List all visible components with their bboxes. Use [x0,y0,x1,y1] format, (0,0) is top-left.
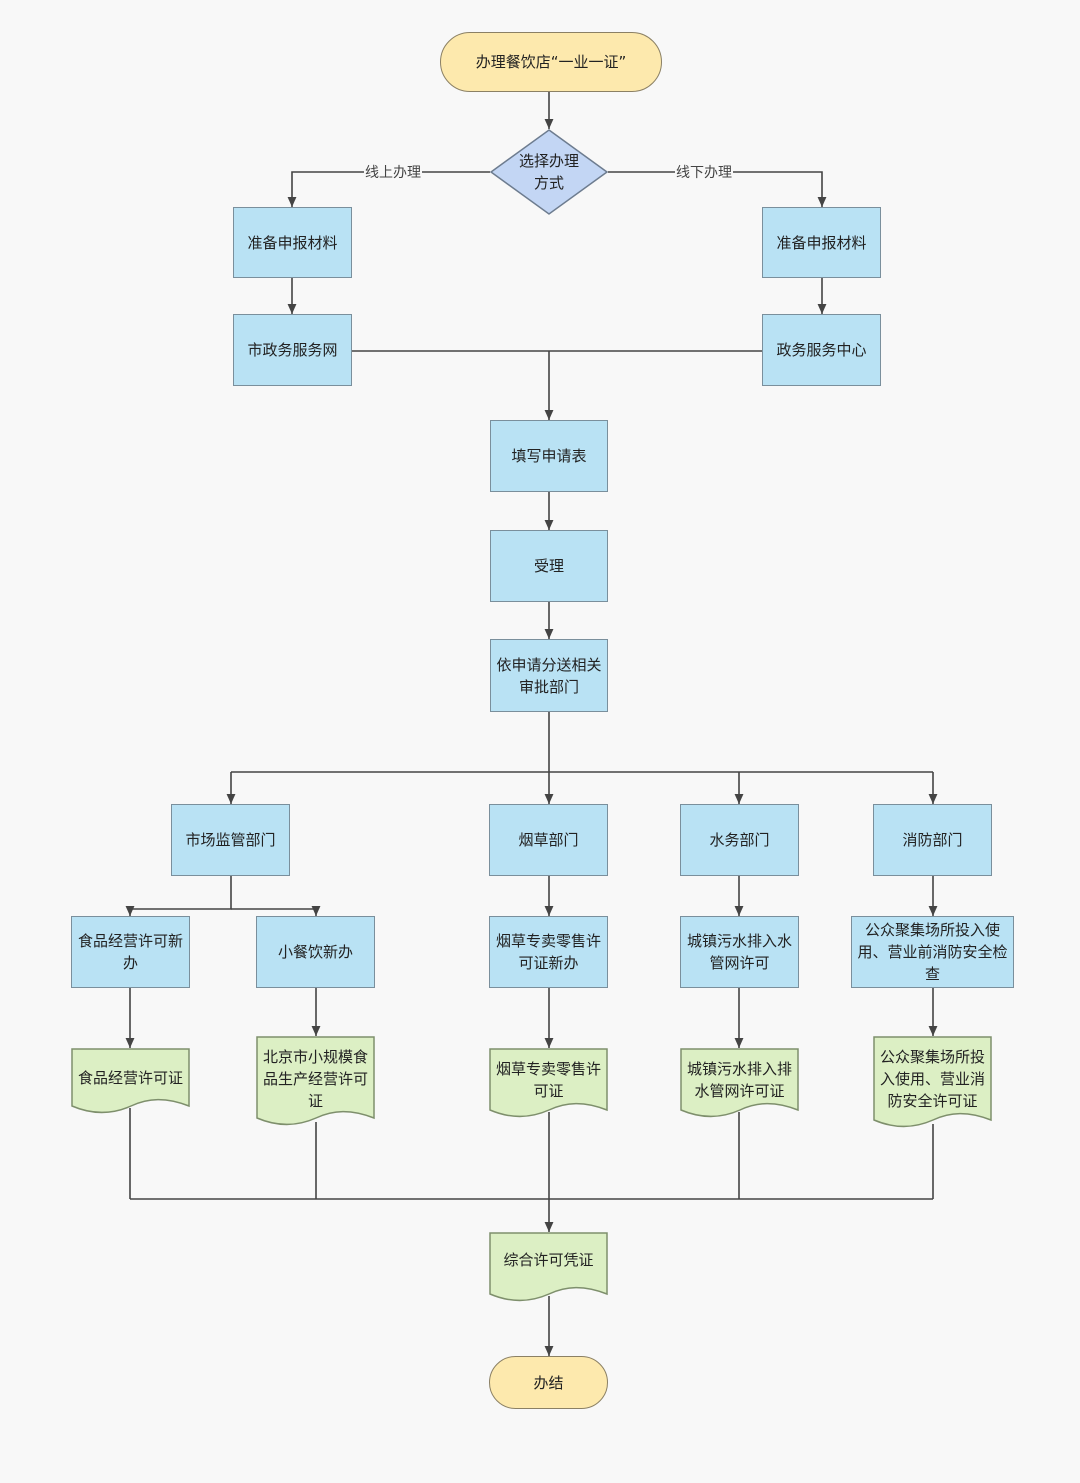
sewage-discharge-permit: 城镇污水排入水管网许可 [680,916,799,988]
prep-offline-label: 准备申报材料 [776,233,867,252]
edge-market-small [231,905,321,916]
food-license-label: 食品经营许可证 [77,1069,183,1087]
dispatch-to-departments: 依申请分送相关审批部门 [490,639,608,712]
prepare-materials-online: 准备申报材料 [233,207,352,278]
market-dept-label: 市场监管部门 [185,831,276,849]
sewage-license-label: 城镇污水排入排水管网许可证 [686,1060,792,1100]
accept-step: 受理 [490,530,608,602]
document-shape [680,1048,799,1118]
food-license-new-application: 食品经营许可新办 [71,916,190,988]
water-dept-label: 水务部门 [709,831,770,849]
end-label: 办结 [533,1373,564,1392]
prepare-materials-offline: 准备申报材料 [762,207,881,278]
start-label: 办理餐饮店“一业一证” [475,53,627,71]
tobacco-retail-new-label: 烟草专卖零售许可证新办 [495,932,601,972]
fire-protection-dept: 消防部门 [873,804,992,876]
beijing-small-license-label: 北京市小规模食品生产经营许可证 [262,1048,368,1110]
fire-check-label: 公众聚集场所投入使用、营业前消防安全检查 [857,921,1008,983]
water-affairs-dept: 水务部门 [680,804,799,876]
tobacco-license-label: 烟草专卖零售许可证 [495,1060,601,1100]
accept-label: 受理 [533,557,564,575]
document-shape [71,1048,190,1114]
choose-method-decision: 选择办理方式 [489,129,609,215]
city-gov-service-web: 市政务服务网 [233,314,352,386]
tobacco-dept-label: 烟草部门 [518,831,579,849]
combined-license-document: 综合许可凭证 [489,1232,608,1308]
dispatch-label: 依申请分送相关审批部门 [496,655,602,696]
sewage-discharge-license-document: 城镇污水排入排水管网许可证 [680,1048,799,1124]
fire-license-label: 公众聚集场所投入使用、营业消防安全许可证 [879,1048,985,1110]
end-terminal: 办结 [489,1356,608,1409]
document-shape [873,1036,992,1128]
gov-service-center: 政务服务中心 [762,314,881,386]
decision-label: 选择办理方式 [518,152,579,192]
small-catering-new-label: 小餐饮新办 [277,943,353,961]
fire-dept-label: 消防部门 [902,831,963,849]
food-license-new-label: 食品经营许可新办 [77,932,183,972]
fill-application-form: 填写申请表 [490,420,608,492]
edge-label-online: 线上办理 [364,165,422,181]
edge-market-split [125,876,232,916]
fill-form-label: 填写申请表 [511,447,587,465]
decision-diamond-shape [489,129,609,215]
city-gov-web-label: 市政务服务网 [247,341,338,359]
document-shape [489,1232,608,1302]
document-shape [489,1048,608,1118]
prep-online-label: 准备申报材料 [247,233,338,252]
small-catering-new-application: 小餐饮新办 [256,916,375,988]
tobacco-retail-license-document: 烟草专卖零售许可证 [489,1048,608,1124]
edge-online [287,171,490,207]
tobacco-dept: 烟草部门 [489,804,608,876]
beijing-small-food-license-document: 北京市小规模食品生产经营许可证 [256,1036,375,1132]
market-supervision-dept: 市场监管部门 [171,804,290,876]
food-business-license-document: 食品经营许可证 [71,1048,190,1120]
start-terminal: 办理餐饮店“一业一证” [440,32,662,92]
edge-label-offline: 线下办理 [675,165,733,181]
sewage-permit-label: 城镇污水排入水管网许可 [686,932,792,972]
gov-center-label: 政务服务中心 [776,341,867,359]
fire-safety-license-document: 公众聚集场所投入使用、营业消防安全许可证 [873,1036,992,1134]
combined-license-label: 综合许可凭证 [503,1251,594,1269]
fire-safety-inspection: 公众聚集场所投入使用、营业前消防安全检查 [851,916,1014,988]
tobacco-retail-license-new: 烟草专卖零售许可证新办 [489,916,608,988]
document-shape [256,1036,375,1126]
